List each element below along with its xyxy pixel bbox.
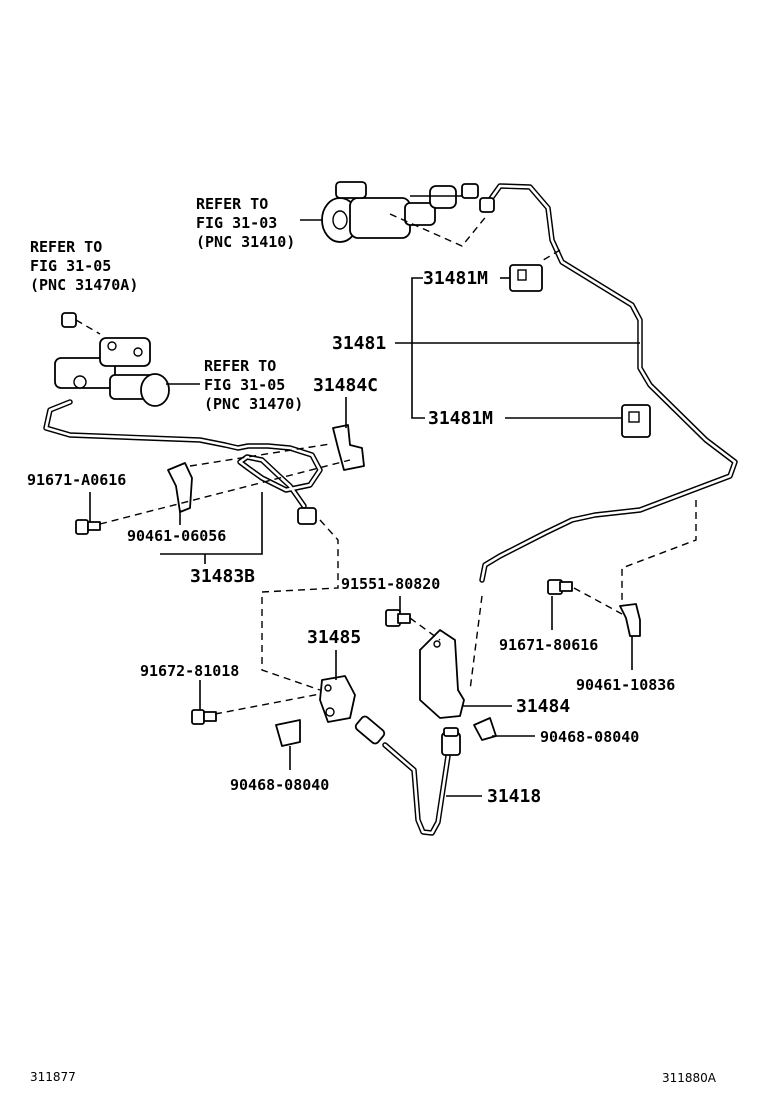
bolt-91671-a0616 xyxy=(75,519,101,535)
bracket-31484c xyxy=(332,424,365,471)
reference-note-master-cylinder: REFER TO FIG 31-03 (PNC 31410) xyxy=(196,195,295,251)
clip-90461-06056 xyxy=(167,462,193,513)
reference-note-release-cylinder: REFER TO FIG 31-05 (PNC 31470) xyxy=(204,357,303,413)
master-cylinder-part xyxy=(321,181,495,243)
label-31484c: 31484C xyxy=(313,375,378,396)
label-31484: 31484 xyxy=(516,696,570,717)
label-91671-a0616: 91671-A0616 xyxy=(27,471,126,489)
label-31418: 31418 xyxy=(487,786,541,807)
ref-line-1: REFER TO xyxy=(196,195,268,213)
label-31483b: 31483B xyxy=(190,566,255,587)
label-31481m-bottom: 31481M xyxy=(428,408,493,429)
ref-line-1: REFER TO xyxy=(30,238,102,256)
clip-90468-08040-left xyxy=(275,719,301,747)
bleeder-fitting xyxy=(297,507,317,525)
clutch-pipe-31483b xyxy=(43,399,323,509)
label-91551-80820: 91551-80820 xyxy=(341,575,440,593)
footer-left-code: 311877 xyxy=(30,1070,76,1084)
label-91671-80616: 91671-80616 xyxy=(499,636,598,654)
flexible-hose-31418 xyxy=(354,715,461,836)
label-90468-08040-right: 90468-08040 xyxy=(540,728,639,746)
assembly-dashed-lines xyxy=(75,213,697,715)
ref-line-3: (PNC 31410) xyxy=(196,233,295,251)
ref-line-3: (PNC 31470) xyxy=(204,395,303,413)
clutch-pipe-31481 xyxy=(479,183,738,583)
ref-line-3: (PNC 31470A) xyxy=(30,276,138,294)
clamp-31481m-bottom xyxy=(621,404,651,438)
label-90461-10836: 90461-10836 xyxy=(576,676,675,694)
label-31485: 31485 xyxy=(307,627,361,648)
label-91672-81018: 91672-81018 xyxy=(140,662,239,680)
footer-right-code: 311880A xyxy=(662,1071,717,1085)
ref-line-2: FIG 31-05 xyxy=(30,257,111,275)
reference-note-release-cylinder-a: REFER TO FIG 31-05 (PNC 31470A) xyxy=(30,238,138,294)
ref-line-2: FIG 31-05 xyxy=(204,376,285,394)
clamp-31481m-top xyxy=(509,264,543,292)
bolt-91671-80616 xyxy=(547,579,573,595)
ref-line-1: REFER TO xyxy=(204,357,276,375)
label-90468-08040-left: 90468-08040 xyxy=(230,776,329,794)
bolt-91551-80820 xyxy=(385,609,411,627)
bracket-31485 xyxy=(319,675,356,723)
release-cylinder-part xyxy=(54,312,170,407)
ref-line-2: FIG 31-03 xyxy=(196,214,277,232)
bracket-31484 xyxy=(419,629,465,719)
bolt-91672-81018 xyxy=(191,709,217,725)
leader-lines xyxy=(89,219,640,797)
label-90461-06056: 90461-06056 xyxy=(127,527,226,545)
label-31481: 31481 xyxy=(332,333,386,354)
label-31481m-top: 31481M xyxy=(423,268,488,289)
clip-90461-10836 xyxy=(619,603,641,637)
